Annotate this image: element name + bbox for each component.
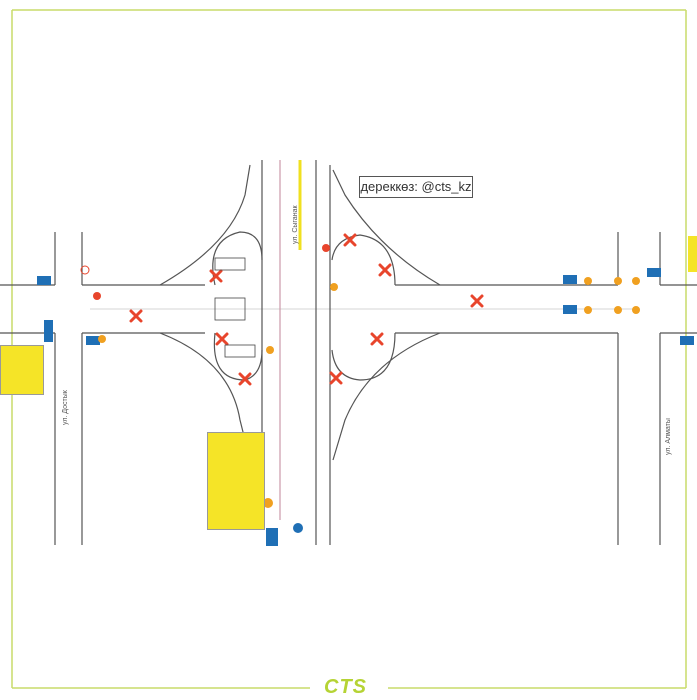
detour-scheme-west [0, 345, 44, 395]
closure-x-icon [238, 372, 252, 386]
closure-x-icon [370, 332, 384, 346]
street-label-north: ул. Сыганак [292, 205, 299, 244]
closure-x-icon [343, 233, 357, 247]
detour-scheme [207, 432, 265, 530]
closure-x-icon [470, 294, 484, 308]
street-label-west: ул. Достык [62, 390, 69, 425]
frame [11, 9, 687, 689]
cts-logo: CTS [318, 676, 373, 699]
street-label-east: ул. Алматы [665, 418, 672, 455]
closure-x-icon [329, 371, 343, 385]
closure-x-icon [129, 309, 143, 323]
source-label: дереккөз: @cts_kz [359, 176, 473, 198]
closure-x-icons [129, 233, 484, 386]
closure-x-icon [209, 269, 223, 283]
closure-x-icon [215, 332, 229, 346]
info-banner [688, 236, 697, 272]
closure-x-icon [378, 263, 392, 277]
road-sign-icons [37, 244, 694, 546]
roads [0, 160, 697, 545]
